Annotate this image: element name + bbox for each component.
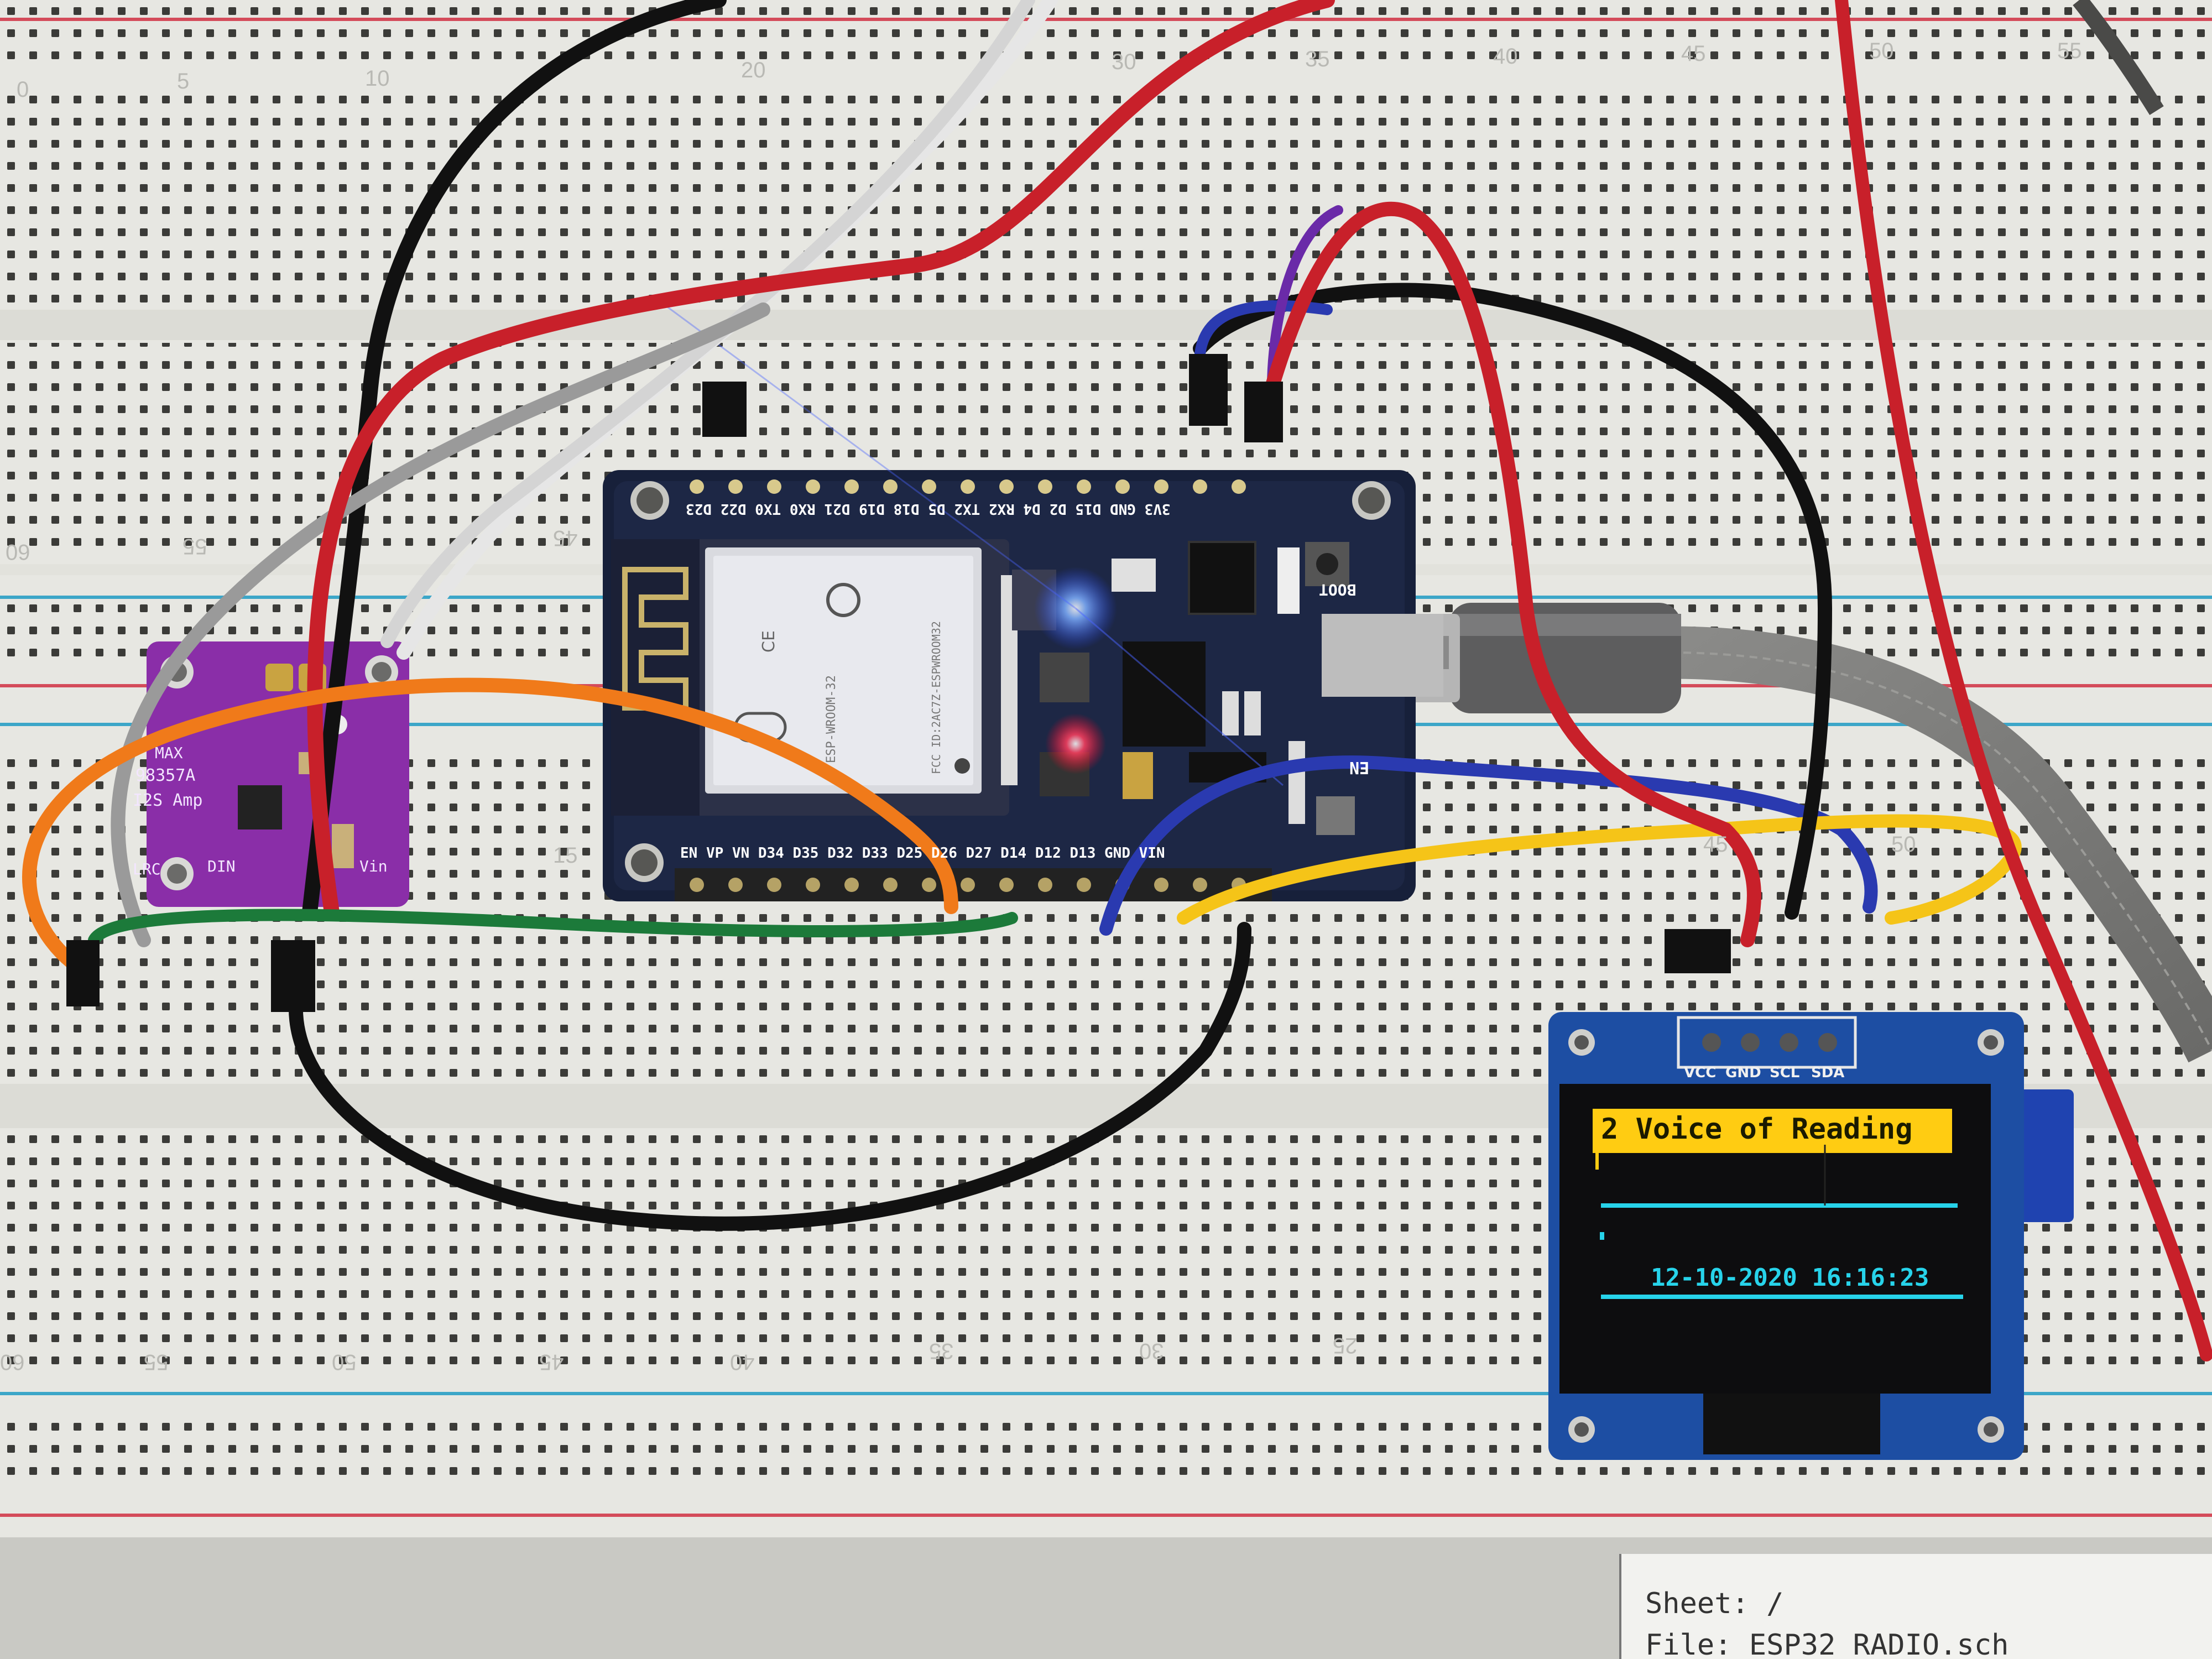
amp-pin-lrc: LRC [133, 860, 161, 878]
bb-num: 35 [929, 1339, 954, 1363]
bb-num: 25 [1333, 1333, 1358, 1358]
amp-label-line3: I2S Amp [133, 791, 203, 810]
bb-num: 60 [6, 540, 30, 564]
amp-label-line2: 98357A [135, 766, 196, 785]
esp32-bottom-pin-labels: EN VP VN D34 D35 D32 D33 D25 D26 D27 D14… [680, 845, 1165, 862]
bb-num: 45 [1703, 832, 1728, 857]
en-label: EN [1349, 758, 1370, 777]
module-label: ESP-WROOM-32 [825, 675, 838, 763]
oled-pin-sda: SDA [1811, 1065, 1845, 1081]
esp32-top-pin-labels: 3V3 GND D15 D2 D4 RX2 TX2 D5 D18 D19 D21… [686, 500, 1171, 517]
esp-wroom-module: CE ESP-WROOM-32 FCC ID:2AC7Z-ESPWROOM32 [611, 539, 1009, 816]
paper-sheet-label: Sheet: / [1645, 1587, 1784, 1620]
svg-text:CE: CE [759, 630, 779, 653]
bb-num: 30 [1112, 50, 1136, 74]
paper-file-label: File: ESP32_RADIO.sch [1645, 1629, 2009, 1659]
oled-pin-vcc: VCC [1684, 1065, 1717, 1081]
bb-num: 45 [1681, 41, 1706, 66]
bb-num: 50 [1869, 39, 1894, 63]
amp-label-line1: MAX [155, 744, 183, 762]
bb-num: 40 [730, 1350, 755, 1374]
oled-datetime: 12-10-2020 16:16:23 [1651, 1264, 1929, 1292]
bb-num: 55 [2057, 39, 2082, 63]
boot-label: BOOT [1319, 581, 1357, 599]
esp32-bottom-header [675, 868, 1272, 901]
bb-num: 55 [182, 534, 207, 559]
schematic-paper [1619, 1554, 2212, 1659]
jumper-wires [22, 0, 2212, 1361]
bb-num: 10 [365, 66, 390, 91]
bb-num: 20 [741, 58, 766, 82]
bb-num: 35 [1305, 47, 1330, 71]
bb-num: 50 [1891, 832, 1916, 857]
fcc-label: FCC ID:2AC7Z-ESPWROOM32 [930, 621, 943, 774]
bb-num: 40 [1493, 44, 1518, 69]
bb-num: 45 [553, 526, 578, 550]
oled-pin-gnd: GND [1725, 1065, 1761, 1081]
bb-num: 50 [332, 1350, 357, 1374]
esp32-board: CE ESP-WROOM-32 FCC ID:2AC7Z-ESPWROOM32 [603, 303, 1443, 901]
oled-header-text: 2 Voice of Reading [1601, 1113, 1913, 1146]
bb-num: 45 [539, 1350, 564, 1374]
bb-num: 0 [17, 77, 29, 102]
bb-num: 60 [0, 1350, 25, 1374]
bb-num: 30 [1139, 1339, 1164, 1363]
red-led [1045, 713, 1106, 774]
amp-pin-vin: Vin [359, 857, 388, 875]
oled-module [1548, 1012, 2074, 1460]
amp-pin-din: DIN [207, 857, 236, 875]
esp32-top-header [690, 479, 1246, 494]
oled-pin-scl: SCL [1770, 1065, 1800, 1081]
bb-num: 5 [177, 69, 190, 93]
bb-num: 55 [144, 1350, 169, 1374]
bb-num: 15 [553, 843, 578, 868]
